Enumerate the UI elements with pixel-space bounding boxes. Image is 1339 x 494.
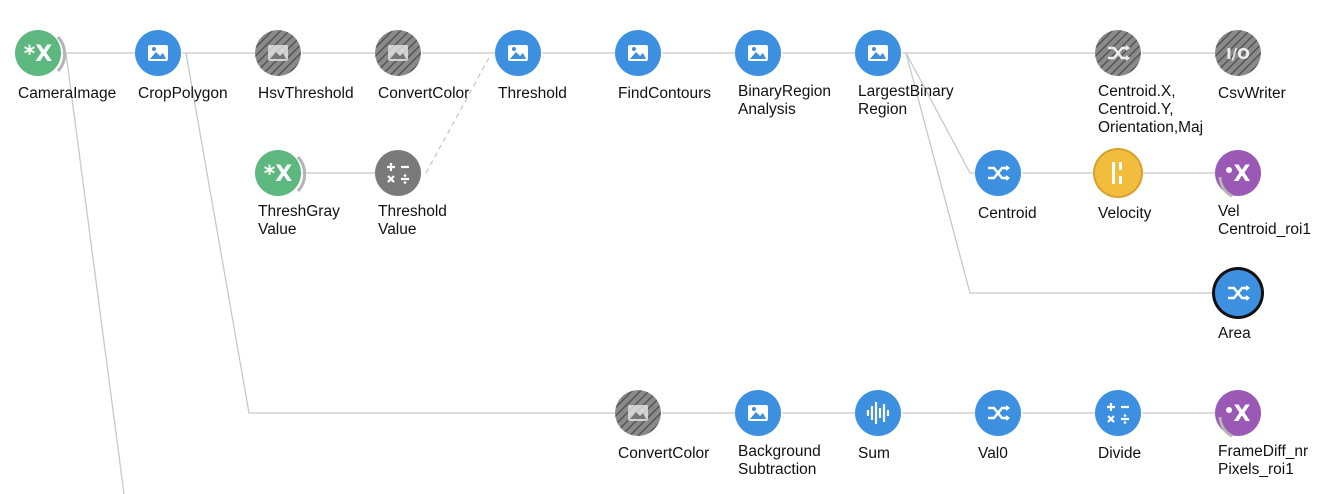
velocity-node[interactable] [1095, 150, 1143, 198]
framediff-nr-pixels-roi1-node[interactable]: X [1215, 390, 1263, 438]
area-node[interactable] [1215, 270, 1263, 318]
edge [905, 52, 1215, 294]
node-label: Area [1218, 325, 1251, 342]
convert-color-node[interactable] [375, 30, 423, 78]
edge-dashed [425, 55, 491, 174]
node-label: Divide [1098, 445, 1142, 462]
shuffle-icon [975, 390, 1021, 436]
convert-color-2-node[interactable] [615, 390, 663, 438]
image-icon [615, 390, 661, 436]
threshold-node[interactable] [495, 30, 543, 78]
node-label: Threshold [498, 85, 567, 102]
node-label: HsvThreshold [258, 85, 354, 102]
node-label: Val0 [978, 445, 1008, 462]
background-subtraction-node[interactable] [735, 390, 783, 438]
node-label: ThreshGray Value [258, 203, 340, 238]
node-label: Background Subtraction [738, 443, 821, 478]
shuffle-icon [1215, 270, 1261, 316]
edge [185, 52, 615, 414]
subject-icon: X [1215, 150, 1261, 196]
node-label: CameraImage [18, 85, 117, 102]
crop-polygon-node[interactable] [135, 30, 183, 78]
node-label: ConvertColor [378, 85, 470, 102]
edge [65, 52, 125, 494]
vel-centroid-roi1-node[interactable]: X [1215, 150, 1263, 198]
thresh-gray-value-node[interactable]: *X [255, 150, 306, 198]
svg-text:X: X [1234, 402, 1251, 427]
sum-node[interactable] [855, 390, 903, 438]
node-label: FrameDiff_nr Pixels_roi1 [1218, 443, 1309, 478]
calculator-icon [375, 150, 421, 196]
image-icon [855, 30, 901, 76]
io-icon: I/O [1215, 30, 1261, 76]
node-label: Vel Centroid_roi1 [1218, 203, 1312, 238]
svg-text:*X: *X [24, 42, 53, 67]
image-icon [375, 30, 421, 76]
find-contours-node[interactable] [615, 30, 663, 78]
node-label: Sum [858, 445, 890, 462]
node-label: ConvertColor [618, 445, 710, 462]
node-label: BinaryRegion Analysis [738, 83, 832, 118]
variable-icon: *X [15, 30, 61, 76]
node-label: LargestBinary Region [858, 83, 954, 118]
node-label: Threshold Value [378, 203, 447, 238]
node-label: CropPolygon [138, 85, 228, 102]
centroid-node[interactable] [975, 150, 1023, 198]
image-icon [255, 30, 301, 76]
node-label: CsvWriter [1218, 85, 1286, 102]
subject-icon: X [1215, 390, 1261, 436]
node-label: FindContours [618, 85, 712, 102]
svg-text:X: X [1234, 162, 1251, 187]
hsv-threshold-node[interactable] [255, 30, 303, 78]
node-label: Centroid [978, 205, 1037, 222]
csv-writer-node[interactable]: I/O [1215, 30, 1263, 78]
svg-text:I/O: I/O [1226, 45, 1250, 63]
edge [905, 52, 975, 174]
node-label: Velocity [1098, 205, 1152, 222]
variable-icon: *X [255, 150, 301, 196]
largest-binary-region-node[interactable] [855, 30, 903, 78]
waveform-icon [855, 390, 901, 436]
image-icon [495, 30, 541, 76]
threshold-value-node[interactable] [375, 150, 423, 198]
condition-icon [1095, 150, 1141, 196]
node-label: Centroid.X, Centroid.Y, Orientation,Maj [1098, 83, 1204, 136]
camera-image-node[interactable]: *X [15, 30, 66, 78]
image-icon [615, 30, 661, 76]
val0-node[interactable] [975, 390, 1023, 438]
image-icon [735, 390, 781, 436]
shuffle-icon [1095, 30, 1141, 76]
binary-region-analysis-node[interactable] [735, 30, 783, 78]
svg-text:*X: *X [264, 162, 293, 187]
image-icon [735, 30, 781, 76]
centroid-fields-node[interactable] [1095, 30, 1143, 78]
shuffle-icon [975, 150, 1021, 196]
image-icon [135, 30, 181, 76]
divide-node[interactable] [1095, 390, 1143, 438]
calculator-icon [1095, 390, 1141, 436]
